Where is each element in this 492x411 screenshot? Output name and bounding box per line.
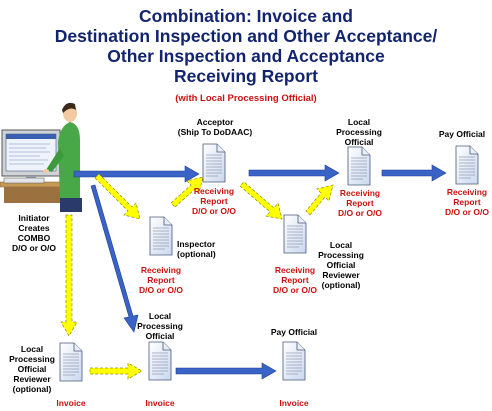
initiator-label: Initiator Creates COMBO D/O or O/O <box>4 213 64 253</box>
reviewer-mid-role-line-2: Processing <box>318 250 364 260</box>
lpo-reviewer-bottom-doc-label: Invoice <box>56 398 86 408</box>
pay-top-role: Pay Official <box>432 129 492 139</box>
arrow-lpo-to-pay-bottom <box>175 362 277 380</box>
lpo-top-role-line-2: Processing <box>336 127 382 137</box>
inspector-report-icon <box>149 216 173 256</box>
acceptor-doc-line-2: Report <box>200 196 228 206</box>
acceptor-doc-line-3: D/O or O/O <box>192 206 236 216</box>
inspector-doc-line-3: D/O or O/O <box>139 285 183 295</box>
lpo-top-role-line-3: Official <box>344 137 374 147</box>
lpo-bottom-role-line-3: Official <box>145 331 175 341</box>
arrow-reviewer-to-lpo <box>305 184 334 216</box>
lpo-top-doc-line-1: Receiving <box>339 188 381 198</box>
initiator-line-2: Creates <box>18 223 50 233</box>
acceptor-role-line-1: Acceptor <box>196 117 234 127</box>
pay-report-icon <box>455 145 479 185</box>
pay-invoice-icon <box>282 341 306 381</box>
lpo-top-doc-label: Receiving Report D/O or O/O <box>335 188 385 218</box>
pay-top-role-line-1: Pay Official <box>438 129 486 139</box>
inspector-role-line-2: (optional) <box>177 249 216 259</box>
arrow-inspector-to-acceptor <box>170 176 204 208</box>
lpo-bottom-role: Local Processing Official <box>130 311 190 341</box>
inspector-role-line-1: Inspector <box>177 239 216 249</box>
lpo-top-doc-line-2: Report <box>346 198 374 208</box>
reviewer-invoice-icon <box>59 342 83 382</box>
lpo-top-role: Local Processing Official <box>329 117 389 147</box>
reviewer-bottom-role-line-1: Local <box>20 344 44 354</box>
lpo-report-icon <box>347 146 371 186</box>
lpo-bottom-role-line-1: Local <box>148 311 172 321</box>
arrow-initiator-to-acceptor <box>73 165 200 183</box>
reviewer-bottom-role-line-3: Official <box>17 364 47 374</box>
reviewer-mid-role-line-3: Official <box>326 260 356 270</box>
lpo-top-role-line-1: Local <box>347 117 371 127</box>
reviewer-bottom-role-line-2: Processing <box>9 354 55 364</box>
lpo-reviewer-mid-doc-label: Receiving Report D/O or O/O <box>270 265 320 295</box>
pay-bottom-doc-label: Invoice <box>279 398 309 408</box>
lpo-reviewer-mid-role: Local Processing Official Reviewer (opti… <box>310 240 372 290</box>
acceptor-report-icon <box>202 143 226 183</box>
reviewer-mid-doc-line-2: Report <box>281 275 309 285</box>
reviewer-mid-doc-line-3: D/O or O/O <box>273 285 317 295</box>
arrow-initiator-to-lpo-bottom <box>90 184 139 333</box>
acceptor-role-line-2: (Ship To DoDAAC) <box>177 127 253 137</box>
pay-top-doc-line-3: D/O or O/O <box>445 207 489 217</box>
initiator-line-4: D/O or O/O <box>12 243 56 253</box>
yellow-arrows <box>60 173 334 380</box>
reviewer-mid-role-line-5: (optional) <box>321 280 361 290</box>
reviewer-mid-role-line-4: Reviewer <box>322 270 360 280</box>
arrow-acceptor-to-reviewer <box>239 181 283 220</box>
arrow-initiator-to-reviewer-bottom <box>60 214 78 337</box>
inspector-doc-line-2: Report <box>147 275 175 285</box>
inspector-doc-line-1: Receiving <box>140 265 182 275</box>
reviewer-mid-role-line-1: Local <box>329 240 353 250</box>
initiator-line-3: COMBO <box>17 233 51 243</box>
reviewer-bottom-role-line-5: (optional) <box>12 384 52 394</box>
title-line-3: Other Inspection and Acceptance <box>107 46 385 66</box>
acceptor-doc-label: Receiving Report D/O or O/O <box>189 186 239 216</box>
pay-top-doc-label: Receiving Report D/O or O/O <box>442 187 492 217</box>
pay-bottom-role: Pay Official <box>270 327 318 337</box>
pay-top-doc-line-1: Receiving <box>446 187 488 197</box>
initiator-line-1: Initiator <box>18 213 50 223</box>
lpo-bottom-doc-label: Invoice <box>145 398 175 408</box>
inspector-doc-label: Receiving Report D/O or O/O <box>136 265 186 295</box>
reviewer-report-icon <box>283 214 307 254</box>
subtitle: (with Local Processing Official) <box>175 93 317 104</box>
lpo-reviewer-bottom-role: Local Processing Official Reviewer (opti… <box>2 344 62 394</box>
arrow-initiator-to-inspector <box>94 173 141 220</box>
lpo-bottom-role-line-2: Processing <box>137 321 183 331</box>
reviewer-mid-doc-line-1: Receiving <box>274 265 316 275</box>
arrow-reviewer-to-lpo-bottom <box>89 362 143 380</box>
acceptor-doc-line-1: Receiving <box>193 186 235 196</box>
reviewer-bottom-role-line-4: Reviewer <box>13 374 51 384</box>
initiator-computer-icon <box>0 102 82 212</box>
title-line-1: Combination: Invoice and <box>139 6 353 26</box>
arrow-lpo-to-pay <box>381 164 447 182</box>
acceptor-role: Acceptor (Ship To DoDAAC) <box>170 117 260 137</box>
title-line-2: Destination Inspection and Other Accepta… <box>54 26 438 46</box>
inspector-role: Inspector (optional) <box>177 239 216 259</box>
arrow-acceptor-to-lpo <box>248 164 340 182</box>
title-line-4: Receiving Report <box>174 66 318 86</box>
lpo-top-doc-line-3: D/O or O/O <box>338 208 382 218</box>
pay-top-doc-line-2: Report <box>453 197 481 207</box>
lpo-invoice-icon <box>148 341 172 381</box>
blue-arrows <box>73 164 447 380</box>
